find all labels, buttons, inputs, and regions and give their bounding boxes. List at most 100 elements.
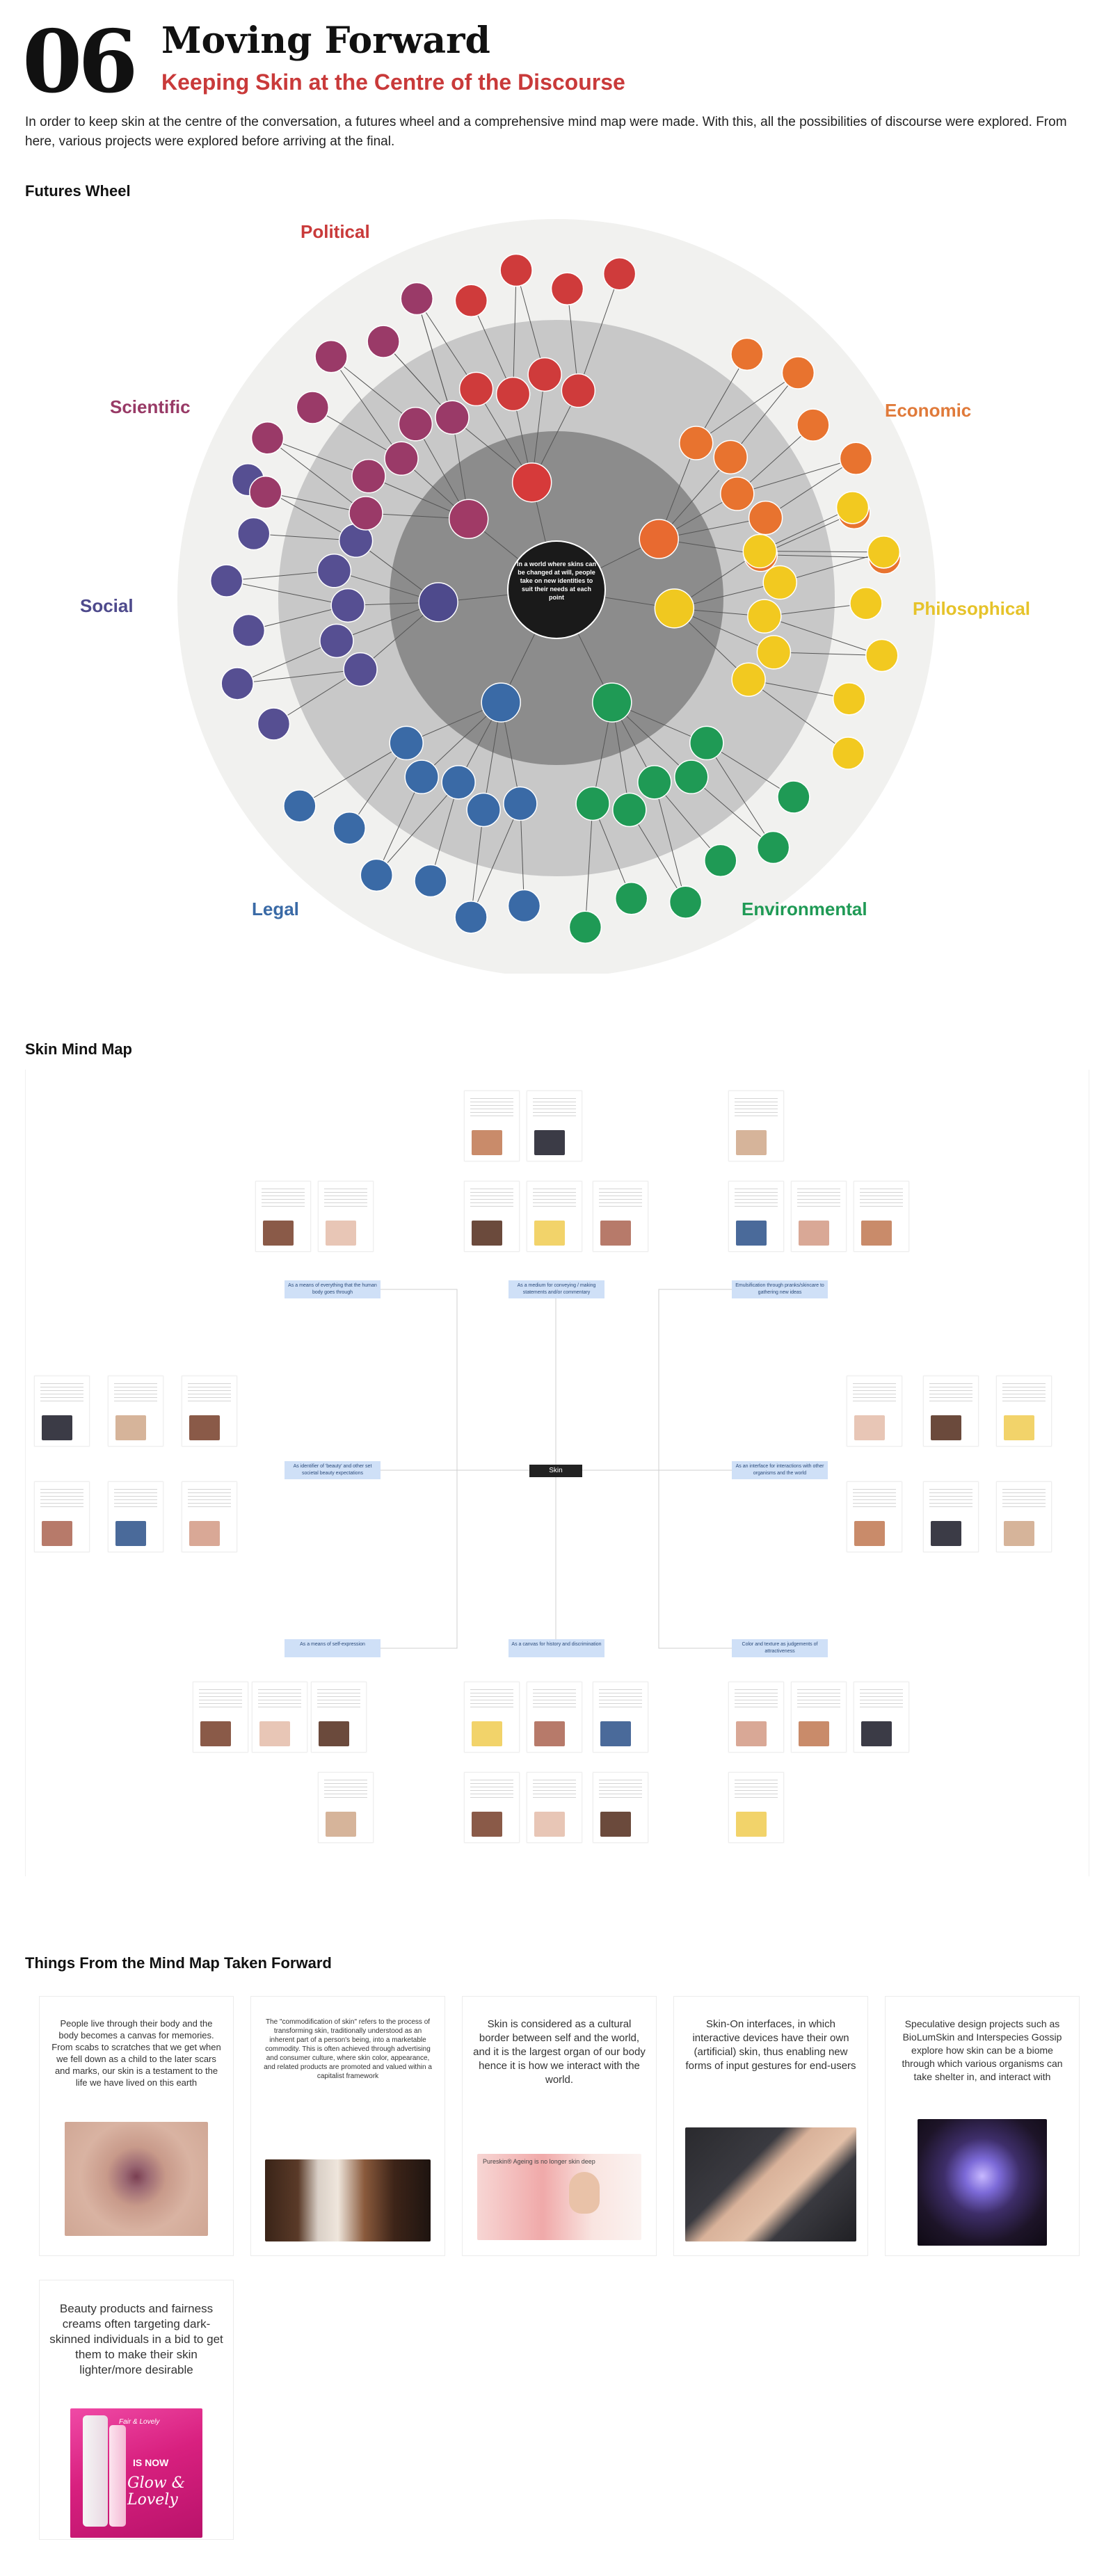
category-political: Political [301,221,370,242]
mind-map-card-lines [860,1689,903,1707]
wheel-outer-node [704,844,737,878]
branch-label-2: As a medium for conveying / making state… [509,1280,604,1298]
mind-map-card-image [472,1812,502,1837]
wheel-link [515,270,545,375]
mind-map-card-image [326,1221,356,1246]
mind-map-card [593,1772,648,1843]
wheel-outer-node [568,910,602,944]
mind-map-card-image [534,1130,565,1155]
wheel-middle-node [503,786,538,821]
mind-map-card-lines [797,1689,840,1707]
face-mask-image [265,2159,431,2241]
wheel-outer-node [756,830,790,864]
mind-map-card-lines [1002,1383,1046,1401]
wheel-middle-node [720,476,755,511]
mind-map-card-lines [470,1098,513,1116]
mind-map-card [464,1181,520,1252]
article-image-caption: Pureskin® Ageing is no longer skin deep [483,2158,595,2165]
wheel-outer-node [250,421,285,455]
mind-map-card-lines [533,1098,576,1116]
mind-map-card [923,1376,979,1447]
biolum-image [918,2119,1047,2246]
mind-map-card [791,1682,847,1753]
mind-map-card-lines [797,1189,840,1207]
wheel-middle-node [351,458,386,494]
wheel-middle-node [404,759,439,794]
mind-map-card-lines [324,1189,367,1207]
mind-map-card-image [861,1721,892,1746]
mind-map-card-lines [929,1383,972,1401]
wheel-middle-node [435,400,470,435]
fairness-cream-image: Fair & Lovely IS NOW Glow & Lovely [70,2408,202,2538]
mind-map-card [728,1181,784,1252]
product-line-3: Glow & Lovely [127,2474,186,2509]
mind-map-card [728,1772,784,1843]
category-economic: Economic [885,400,972,421]
mind-map-card-lines [599,1189,642,1207]
card-text: Speculative design projects such as BioL… [902,2018,1063,2082]
wheel-link [226,580,349,606]
mind-map-card-lines [470,1689,513,1707]
futures-wheel-svg [177,219,936,977]
wheel-outer-node [283,789,317,823]
futures-wheel: In a world where skins can be changed at… [0,209,1113,977]
mind-map-card-image [259,1721,290,1746]
wheel-link [577,273,620,391]
mind-map-card-lines [114,1489,157,1507]
mind-map-card-image [534,1721,565,1746]
wheel-middle-node [756,635,792,670]
mind-map-card [923,1481,979,1552]
cream-tube [83,2415,108,2527]
wheel-first-node [654,588,695,629]
futures-wheel-heading: Futures Wheel [25,182,131,200]
wheel-link [416,298,453,418]
mind-map-card [996,1481,1052,1552]
mind-map-card-image [854,1415,885,1440]
card-text: People live through their body and the b… [51,2018,221,2088]
wheel-middle-node [575,786,610,821]
product-line-1: Fair & Lovely [119,2418,160,2426]
branch-label-3: Emulsification through pranks/skincare t… [732,1280,828,1298]
mind-map-card-lines [114,1383,157,1401]
mind-map-card-image [472,1221,502,1246]
mind-map: Skin As a means of everything that the h… [25,1070,1089,1876]
wheel-link [267,437,367,514]
wheel-link [584,803,593,928]
mind-map-card-image [931,1415,961,1440]
wheel-outer-node [296,391,330,424]
wheel-middle-node [762,565,797,600]
wheel-link [513,270,517,394]
mind-map-card-lines [188,1489,231,1507]
mind-map-card [854,1181,909,1252]
wheel-first-node [481,682,521,723]
mind-map-card-image [1004,1415,1034,1440]
wheel-link [267,437,369,477]
mind-map-card [34,1376,90,1447]
wheel-middle-node [384,441,419,476]
wheel-middle-node [319,623,354,659]
wheel-outer-node [360,858,394,892]
mind-map-card [847,1376,902,1447]
wheel-center-node [507,540,606,639]
wheel-link [654,782,687,903]
mind-map-card-lines [258,1689,301,1707]
connector-branch-8 [556,1470,732,1649]
mind-map-card-lines [599,1780,642,1798]
wheel-middle-node [731,662,766,697]
mind-map-card [182,1481,237,1552]
card-text: The "commodification of skin" refers to … [264,2018,432,2080]
wheel-outer-node [414,864,447,898]
wheel-middle-node [612,792,647,828]
wheel-link [696,372,799,444]
mind-map-card [108,1376,163,1447]
mind-map-card [728,1090,784,1161]
wheel-outer-node [777,780,810,814]
wheel-link [737,458,856,494]
category-legal: Legal [252,899,299,919]
mind-map-card-image [736,1130,767,1155]
wheel-outer-node [257,707,291,741]
wheel-middle-node [495,376,531,412]
wheel-link [237,640,337,684]
mind-map-card-image [736,1221,767,1246]
wheel-link [470,810,484,917]
